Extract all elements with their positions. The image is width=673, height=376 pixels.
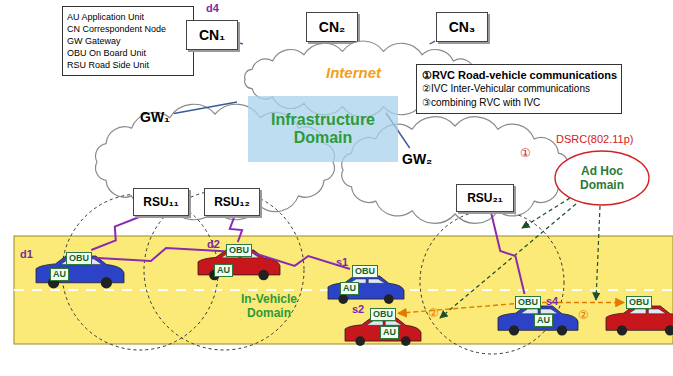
correspondent-node: CN₁ <box>186 20 238 50</box>
node-tag: d1 <box>20 248 33 260</box>
application-unit: AU <box>380 326 399 339</box>
node-text: CN₁ <box>199 27 225 43</box>
node-text: AU <box>343 283 356 294</box>
node-text: OBU <box>229 245 249 256</box>
abbreviation-list: AU Application UnitCN Correspondent Node… <box>62 6 194 76</box>
wireless-link <box>230 217 242 242</box>
node-text: CN₃ <box>449 19 476 35</box>
correspondent-node: CN₂ <box>306 12 358 42</box>
application-unit: AU <box>340 282 359 295</box>
wireless-link <box>491 213 524 294</box>
domain-label: In-Vehicle Domain <box>234 292 304 320</box>
node-tag: s2 <box>352 303 364 315</box>
node-text: CN₂ <box>319 19 345 35</box>
car <box>328 276 404 304</box>
correspondent-node: CN₃ <box>436 12 488 42</box>
node-text: AU <box>217 265 230 276</box>
node-text: GW₁ <box>140 109 170 125</box>
node-text: OBU <box>518 297 538 308</box>
node-text: CN Correspondent Node <box>67 23 166 35</box>
application-unit: AU <box>50 268 69 281</box>
network-link <box>174 102 237 114</box>
node-text: ③combining RVC with IVC <box>422 96 540 110</box>
node-tag: d2 <box>207 238 220 250</box>
node-text: ①RVC Road-vehicle communications <box>422 68 617 82</box>
network-link <box>341 43 343 44</box>
on-board-unit: OBU <box>226 244 252 257</box>
node-tag: d4 <box>206 2 219 14</box>
road-side-unit: RSU₁₁ <box>133 188 189 216</box>
node-text: OBU On Board Unit <box>67 47 146 59</box>
node-tag: s4 <box>546 295 558 307</box>
road <box>14 236 673 344</box>
node-text: AU <box>537 315 550 326</box>
node-text: AU <box>383 327 396 338</box>
node-text: OBU <box>69 253 89 264</box>
node-text: ②IVC Inter-Vehicular communications <box>422 82 590 96</box>
node-text: AU <box>53 269 66 280</box>
node-text: OBU <box>355 266 375 277</box>
node-text: AU Application Unit <box>67 11 144 23</box>
on-board-unit: OBU <box>66 252 92 265</box>
node-text: Infrastructure Domain <box>250 111 396 147</box>
pointer-line <box>596 206 600 300</box>
ivc-arrow <box>398 304 514 314</box>
on-board-unit: OBU <box>352 265 378 278</box>
callout-number: ② <box>578 308 589 322</box>
application-unit: AU <box>214 264 233 277</box>
mode-list: ①RVC Road-vehicle communications②IVC Int… <box>416 64 622 114</box>
node-text: OBU <box>373 309 393 320</box>
node-text: RSU Road Side Unit <box>67 59 149 71</box>
node-tag: s1 <box>336 256 348 268</box>
node-text: GW Gateway <box>67 35 121 47</box>
node-text: OBU <box>629 297 649 308</box>
road-side-unit: RSU₁₂ <box>204 188 260 216</box>
node-text: GW₂ <box>402 151 432 167</box>
on-board-unit: OBU <box>370 308 396 321</box>
pointer-line <box>522 198 570 228</box>
node-text: Internet <box>326 64 381 81</box>
road-side-unit: RSU₂₁ <box>456 184 514 212</box>
network-link <box>239 43 243 44</box>
ad-hoc-ellipse: Ad Hoc Domain <box>554 150 650 206</box>
callout-number: ② <box>428 306 439 320</box>
gateway: GW₁ <box>138 108 172 126</box>
car <box>606 306 673 335</box>
node-text: RSU₂₁ <box>467 191 503 205</box>
wireless-link <box>93 248 224 261</box>
gateway: GW₂ <box>400 150 434 168</box>
node-text: RSU₁₁ <box>143 195 178 209</box>
node-text: RSU₁₂ <box>214 195 250 209</box>
on-board-unit: OBU <box>515 296 541 309</box>
callout-number: ① <box>520 146 531 160</box>
pointer-line <box>440 204 576 318</box>
car <box>345 318 421 346</box>
application-unit: AU <box>534 314 553 327</box>
network-link <box>430 41 435 44</box>
wireless-link <box>253 253 350 269</box>
infrastructure-band: Infrastructure Domain <box>248 96 398 162</box>
wireless-link <box>91 217 139 250</box>
on-board-unit: OBU <box>626 296 652 309</box>
car <box>498 306 578 335</box>
node-text: Ad Hoc Domain <box>568 164 636 192</box>
protocol-note: DSRC(802.11p) <box>556 133 633 145</box>
